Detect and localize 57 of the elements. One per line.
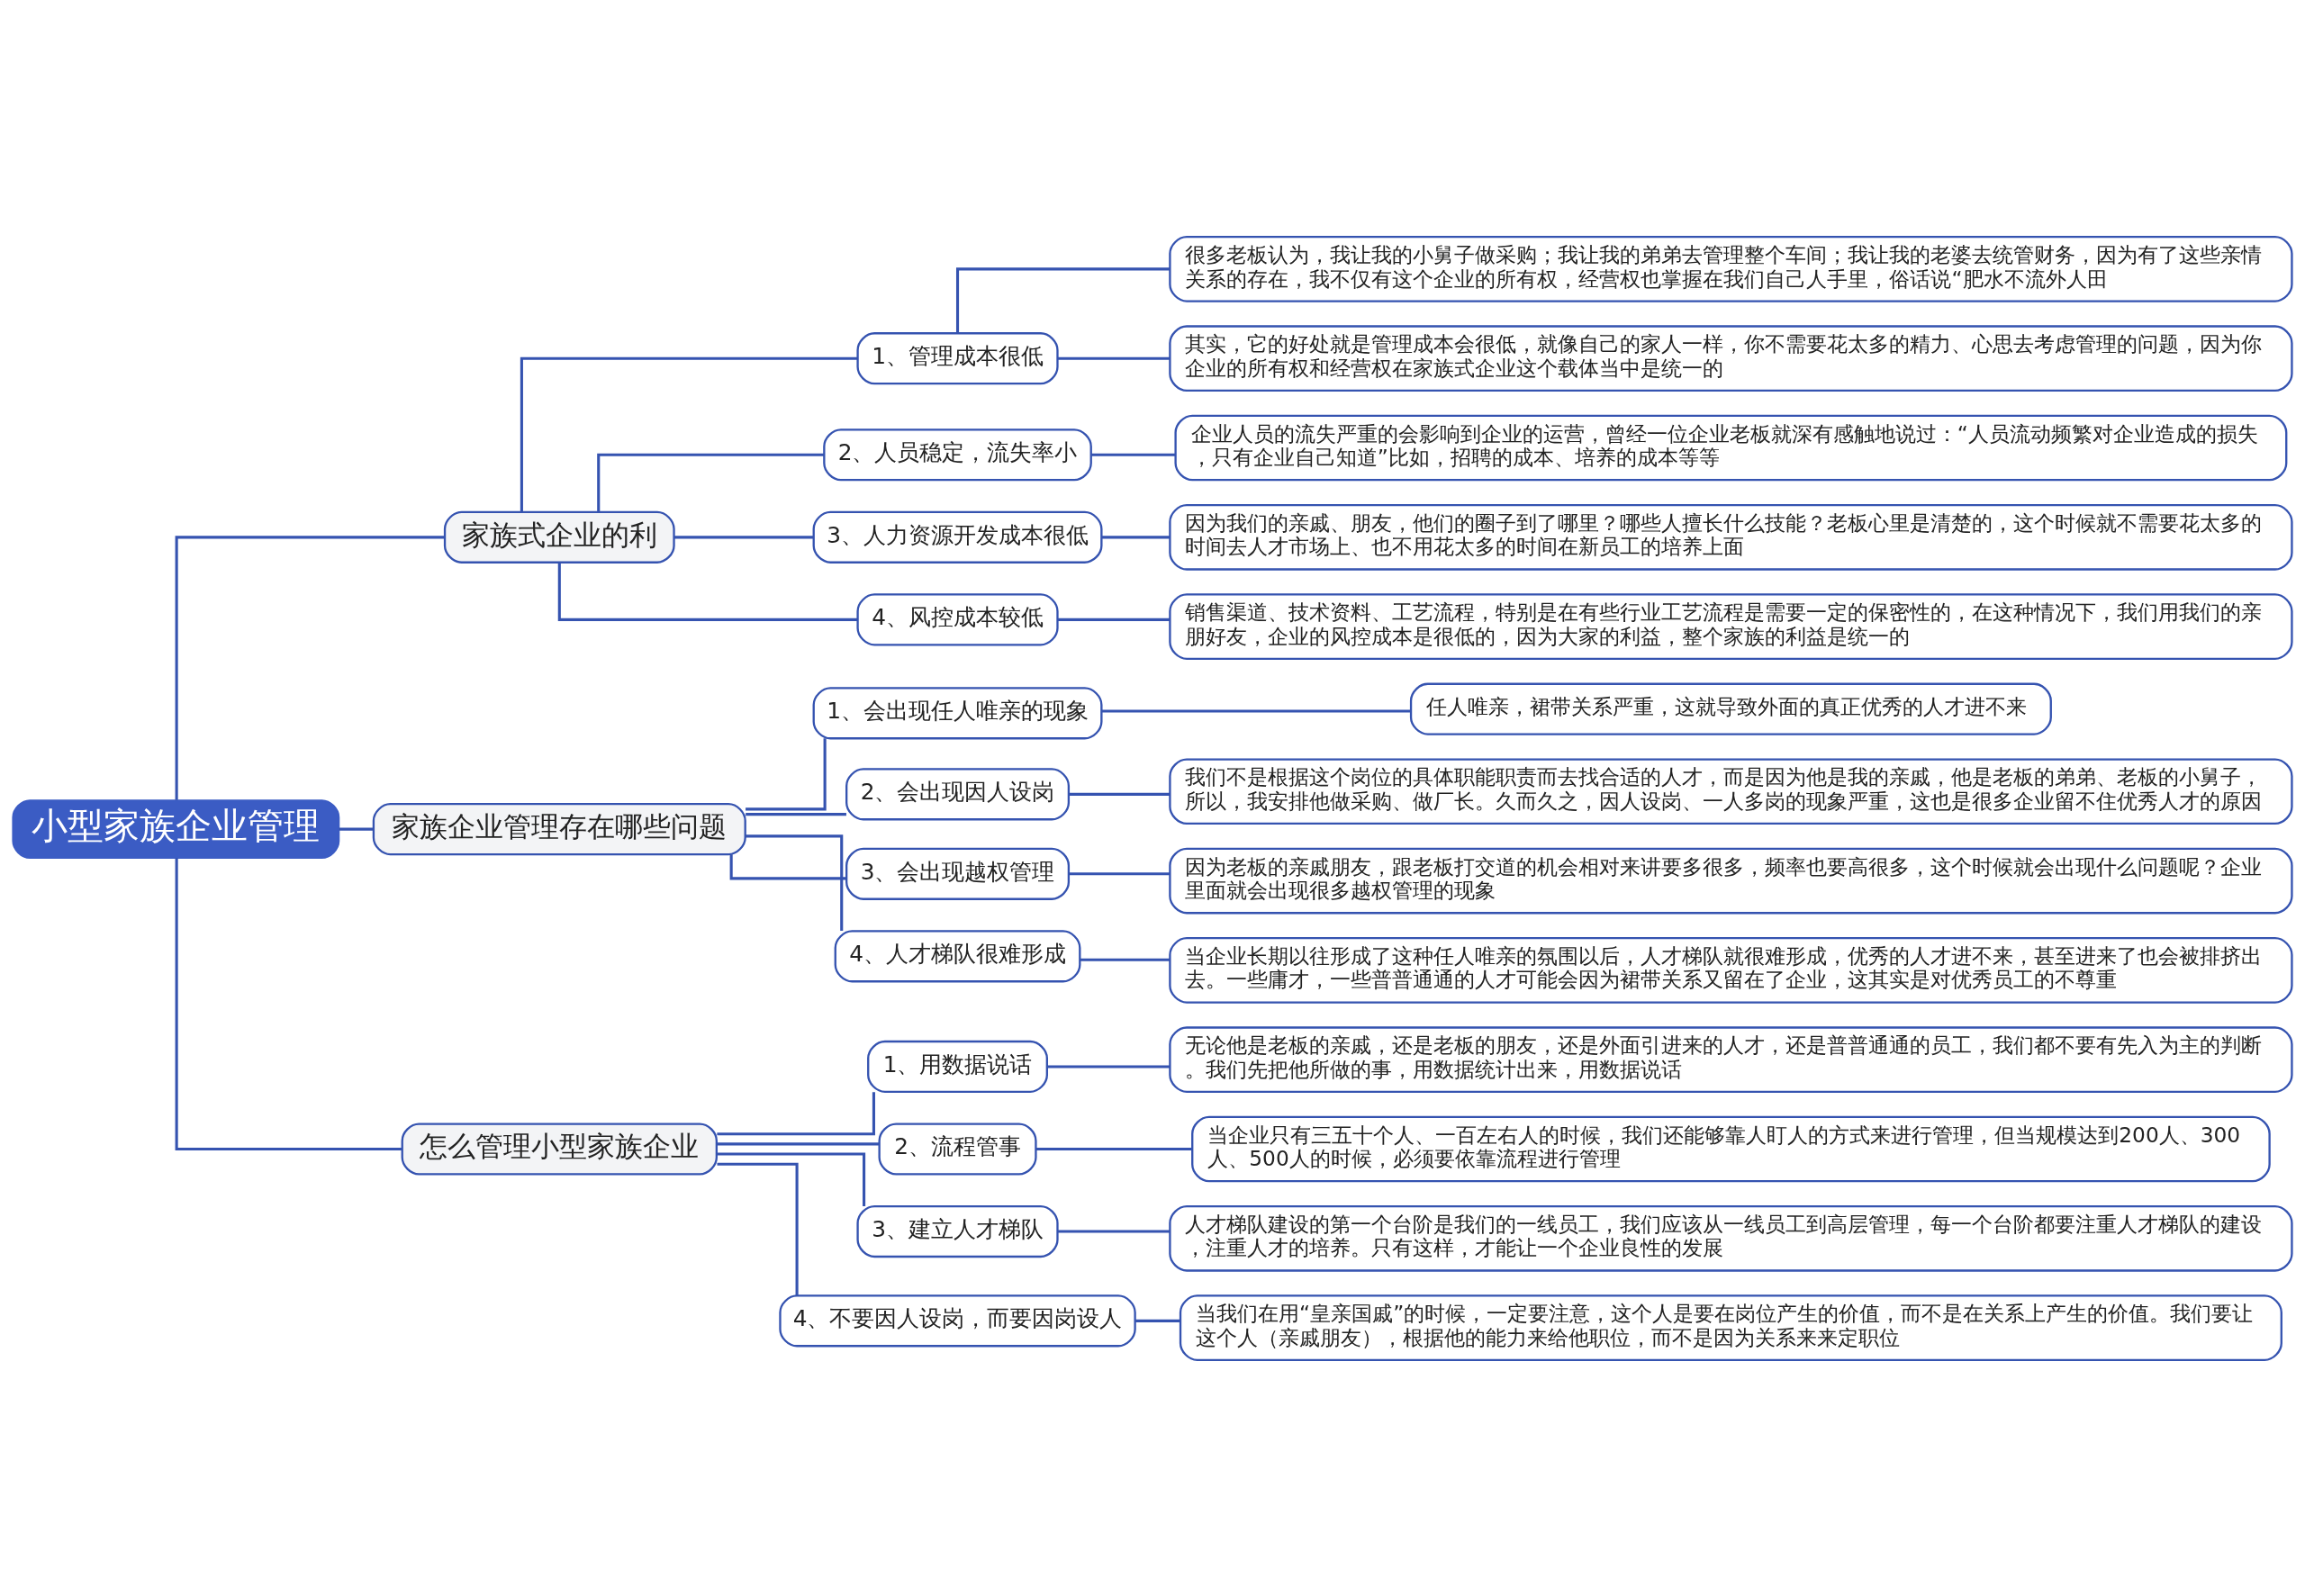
node-box: 3、会出现越权管理 (845, 847, 1071, 900)
node-box: 怎么管理小型家族企业 (401, 1122, 719, 1176)
connector (1057, 618, 1171, 621)
connector (717, 1162, 799, 1295)
connector (956, 266, 1171, 333)
node-box: 1、用数据说话 (867, 1040, 1048, 1093)
connector (746, 812, 846, 816)
connector (175, 535, 445, 800)
node-box: 当我们在用“皇亲国戚”的时候，一定要注意，这个人是要在岗位产生的价值，而不是在关系上产生的价值。我们要让这个人（亲戚朋友），根据他的能力来给他职位，而不是因为关系来来定职位 (1179, 1294, 2282, 1361)
connector (1057, 1230, 1171, 1233)
connector (745, 834, 844, 931)
connector (1057, 356, 1171, 360)
connector (1135, 1319, 1180, 1322)
node-box: 无论他是老板的亲戚，还是老板的朋友，还是外面引进来的人才，还是普普通通的员工，我们都不要有先入为主的判断。我们先把他所做的事，用数据统计出来，用数据说话 (1169, 1025, 2293, 1093)
node-box: 当企业长期以往形成了这种任人唯亲的氛围以后，人才梯队就很难形成，优秀的人才进不来，甚至进来了也会被排挤出去。一些庸才，一些普普通通的人才可能会因为裙带关系又留在了企业，这其实是对优秀员工的不尊重 (1169, 936, 2293, 1004)
node-box: 我们不是根据这个岗位的具体职能职责而去找合适的人才，而是因为他是我的亲戚，他是老板的弟弟、老板的小舅子，所以，我安排他做采购、做厂长。久而久之，因人设岗、一人多岗的现象严重，这也是很多企业留不住优秀人才的原因 (1169, 757, 2293, 825)
connector (1091, 453, 1176, 456)
connector (1046, 1064, 1171, 1068)
node-box: 任人唯亲，裙带关系严重，这就导致外面的真正优秀的人才进不来 (1409, 682, 2052, 735)
connector (1101, 535, 1171, 538)
node-box: 4、风控成本较低 (856, 592, 1059, 645)
node-box: 因为老板的亲戚朋友，跟老板打交道的机会相对来讲要多很多，频率也要高很多，这个时候就会出现什么问题呢？企业里面就会出现很多越权管理的现象 (1169, 847, 2293, 914)
node-box: 家族式企业的利 (443, 510, 675, 564)
connector (746, 737, 827, 810)
connector (520, 356, 858, 512)
node-box: 3、人力资源开发成本很低 (812, 510, 1103, 564)
connector (717, 1141, 880, 1145)
node-box: 销售渠道、技术资料、工艺流程，特别是在有些行业工艺流程是需要一定的保密性的，在这种情况下，我们用我们的亲朋好友，企业的风控成本是很低的，因为大家的利益，整个家族的利益是统一的 (1169, 592, 2293, 660)
node-box: 因为我们的亲戚、朋友，他们的圈子到了哪里？哪些人擅长什么技能？老板心里是清楚的，这个时候就不需要花太多的时间去人才市场上、也不用花太多的时间在新员工的培养上面 (1169, 503, 2293, 571)
connector (1101, 708, 1411, 713)
node-box: 2、流程管事 (878, 1122, 1037, 1176)
node-box: 当企业只有三五十个人、一百左右人的时候，我们还能够靠人盯人的方式来进行管理，但当规模达到200人、300人、500人的时候，必须要依靠流程进行管理 (1191, 1115, 2271, 1182)
node-box: 1、会出现任人唯亲的现象 (812, 686, 1103, 739)
node-box: 3、建立人才梯队 (856, 1204, 1059, 1258)
connector (1080, 958, 1171, 961)
connector (1035, 1147, 1192, 1150)
connector (729, 853, 847, 879)
node-box: 2、会出现因人设岗 (845, 767, 1071, 820)
node-box: 企业人员的流失严重的会影响到企业的运营，曾经一位企业老板就深有感触地说过：“人员流动频繁对企业造成的损失，只有企业自己知道”比如，招聘的成本、培养的成本等等 (1174, 414, 2288, 481)
connector (597, 453, 825, 512)
connector (557, 562, 858, 621)
node-box: 人才梯队建设的第一个台阶是我们的一线员工，我们应该从一线员工到高层管理，每一个台阶都要注重人才梯队的建设，注重人才的培养。只有这样，才能让一个企业良性的发展 (1169, 1204, 2293, 1272)
connector (175, 857, 402, 1150)
node-box: 2、人员稳定，流失率小 (823, 428, 1092, 481)
node-box: 4、不要因人设岗，而要因岗设人 (779, 1294, 1136, 1347)
node-box: 很多老板认为，我让我的小舅子做采购；我让我的弟弟去管理整个车间；我让我的老婆去统管财务，因为有了这些亲情关系的存在，我不仅有这个企业的所有权，经营权也掌握在我们自己人手里，俗话说“肥水不流外人田 (1169, 235, 2293, 302)
connector (716, 1152, 866, 1206)
node-box: 小型家族企业管理 (12, 798, 340, 859)
node-box: 其实，它的好处就是管理成本会很低，就像自己的家人一样，你不需要花太多的精力、心思去考虑管理的问题，因为你企业的所有权和经营权在家族式企业这个载体当中是统一的 (1169, 324, 2293, 392)
connector (1069, 792, 1171, 796)
connector (1069, 871, 1171, 875)
connector (339, 827, 374, 831)
connector (673, 535, 814, 538)
connector (717, 1091, 875, 1135)
node-box: 4、人才梯队很难形成 (834, 929, 1081, 982)
node-box: 家族企业管理存在哪些问题 (372, 802, 746, 855)
node-box: 1、管理成本很低 (856, 331, 1059, 384)
